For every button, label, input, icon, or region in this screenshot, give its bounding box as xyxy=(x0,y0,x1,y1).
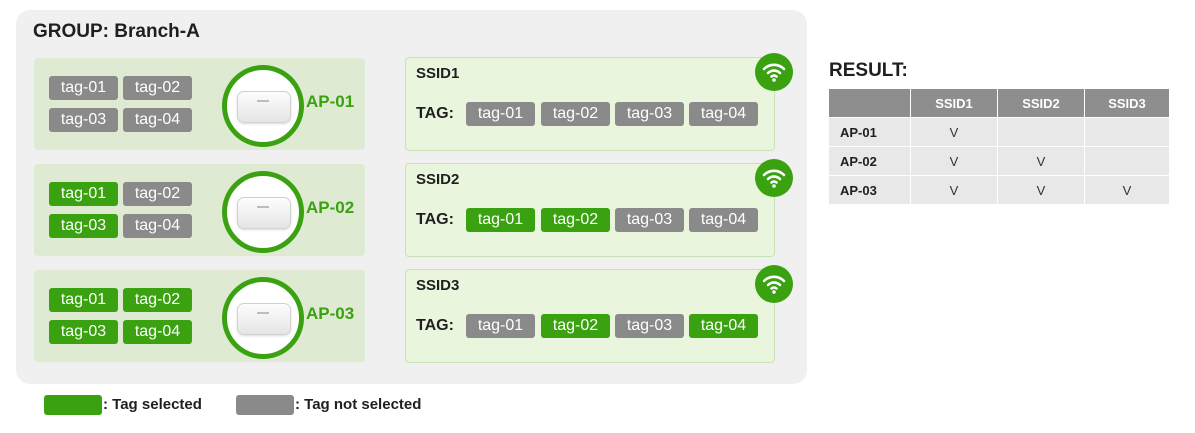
wifi-icon xyxy=(755,265,793,303)
ssid-tag: tag-02 xyxy=(541,314,610,338)
row-header: AP-03 xyxy=(828,175,911,205)
table-cell xyxy=(1084,146,1170,176)
table-cell: V xyxy=(910,146,998,176)
result-header-row: SSID1 SSID2 SSID3 xyxy=(828,88,1170,118)
table-cell xyxy=(997,117,1085,147)
ssid-tag: tag-02 xyxy=(541,102,610,126)
column-header xyxy=(828,88,911,118)
ssid-card-1: SSID1 TAG: tag-01 tag-02 tag-03 tag-04 xyxy=(405,53,793,151)
legend-swatch-not-selected xyxy=(236,395,294,415)
legend-swatch-selected xyxy=(44,395,102,415)
row-header: AP-01 xyxy=(828,117,911,147)
ap-tag: tag-03 xyxy=(49,108,118,132)
row-header: AP-02 xyxy=(828,146,911,176)
ssid-tag: tag-04 xyxy=(689,208,758,232)
ssid-card-3: SSID3 TAG: tag-01 tag-02 tag-03 tag-04 xyxy=(405,265,793,363)
access-point-badge xyxy=(222,171,304,253)
access-point-device-icon xyxy=(237,303,291,335)
ap-card-01: tag-01 tag-02 tag-03 tag-04 AP-01 xyxy=(34,58,365,150)
ap-tag: tag-02 xyxy=(123,182,192,206)
ap-card-02: tag-01 tag-02 tag-03 tag-04 AP-02 xyxy=(34,164,365,256)
result-title: RESULT: xyxy=(829,60,908,81)
ssid-card-2: SSID2 TAG: tag-01 tag-02 tag-03 tag-04 xyxy=(405,159,793,257)
ap-tag: tag-04 xyxy=(123,320,192,344)
ap-tag: tag-01 xyxy=(49,76,118,100)
ap-name: AP-02 xyxy=(306,198,355,217)
legend-text-selected: : Tag selected xyxy=(103,396,202,413)
ap-name: AP-03 xyxy=(306,304,355,323)
group-title: GROUP: Branch-A xyxy=(33,21,200,42)
ssid-tag: tag-01 xyxy=(466,102,535,126)
ap-card-03: tag-01 tag-02 tag-03 tag-04 AP-03 xyxy=(34,270,365,362)
ssid-tag-label: TAG: xyxy=(416,317,454,334)
column-header: SSID2 xyxy=(997,88,1085,118)
ap-tag: tag-01 xyxy=(49,182,118,206)
ap-tag: tag-04 xyxy=(123,108,192,132)
legend-text-not-selected: : Tag not selected xyxy=(295,396,422,413)
access-point-badge xyxy=(222,65,304,147)
ssid-tag: tag-03 xyxy=(615,102,684,126)
ssid-tag: tag-01 xyxy=(466,208,535,232)
access-point-device-icon xyxy=(237,91,291,123)
ssid-name: SSID1 xyxy=(416,65,460,82)
ap-name: AP-01 xyxy=(306,92,355,111)
table-row: AP-01 V xyxy=(828,117,1170,147)
table-row: AP-02 V V xyxy=(828,146,1170,176)
ap-tag: tag-03 xyxy=(49,214,118,238)
ssid-tag: tag-01 xyxy=(466,314,535,338)
table-cell: V xyxy=(997,146,1085,176)
column-header: SSID1 xyxy=(910,88,998,118)
table-row: AP-03 V V V xyxy=(828,175,1170,205)
ap-tag: tag-02 xyxy=(123,288,192,312)
ap-tag: tag-03 xyxy=(49,320,118,344)
wifi-icon xyxy=(755,159,793,197)
ssid-name: SSID3 xyxy=(416,277,460,294)
table-cell: V xyxy=(910,117,998,147)
ap-tag: tag-04 xyxy=(123,214,192,238)
ap-tag: tag-02 xyxy=(123,76,192,100)
wifi-icon xyxy=(755,53,793,91)
table-cell: V xyxy=(910,175,998,205)
table-cell: V xyxy=(997,175,1085,205)
access-point-device-icon xyxy=(237,197,291,229)
ssid-name: SSID2 xyxy=(416,171,460,188)
ssid-tag: tag-04 xyxy=(689,314,758,338)
ssid-tag: tag-03 xyxy=(615,208,684,232)
ssid-tag-label: TAG: xyxy=(416,211,454,228)
column-header: SSID3 xyxy=(1084,88,1170,118)
ssid-tag: tag-02 xyxy=(541,208,610,232)
ap-tag: tag-01 xyxy=(49,288,118,312)
access-point-badge xyxy=(222,277,304,359)
result-table: SSID1 SSID2 SSID3 AP-01 V AP-02 V V AP-0… xyxy=(828,88,1170,205)
table-cell xyxy=(1084,117,1170,147)
table-cell: V xyxy=(1084,175,1170,205)
ssid-tag: tag-03 xyxy=(615,314,684,338)
ssid-tag-label: TAG: xyxy=(416,105,454,122)
ssid-tag: tag-04 xyxy=(689,102,758,126)
